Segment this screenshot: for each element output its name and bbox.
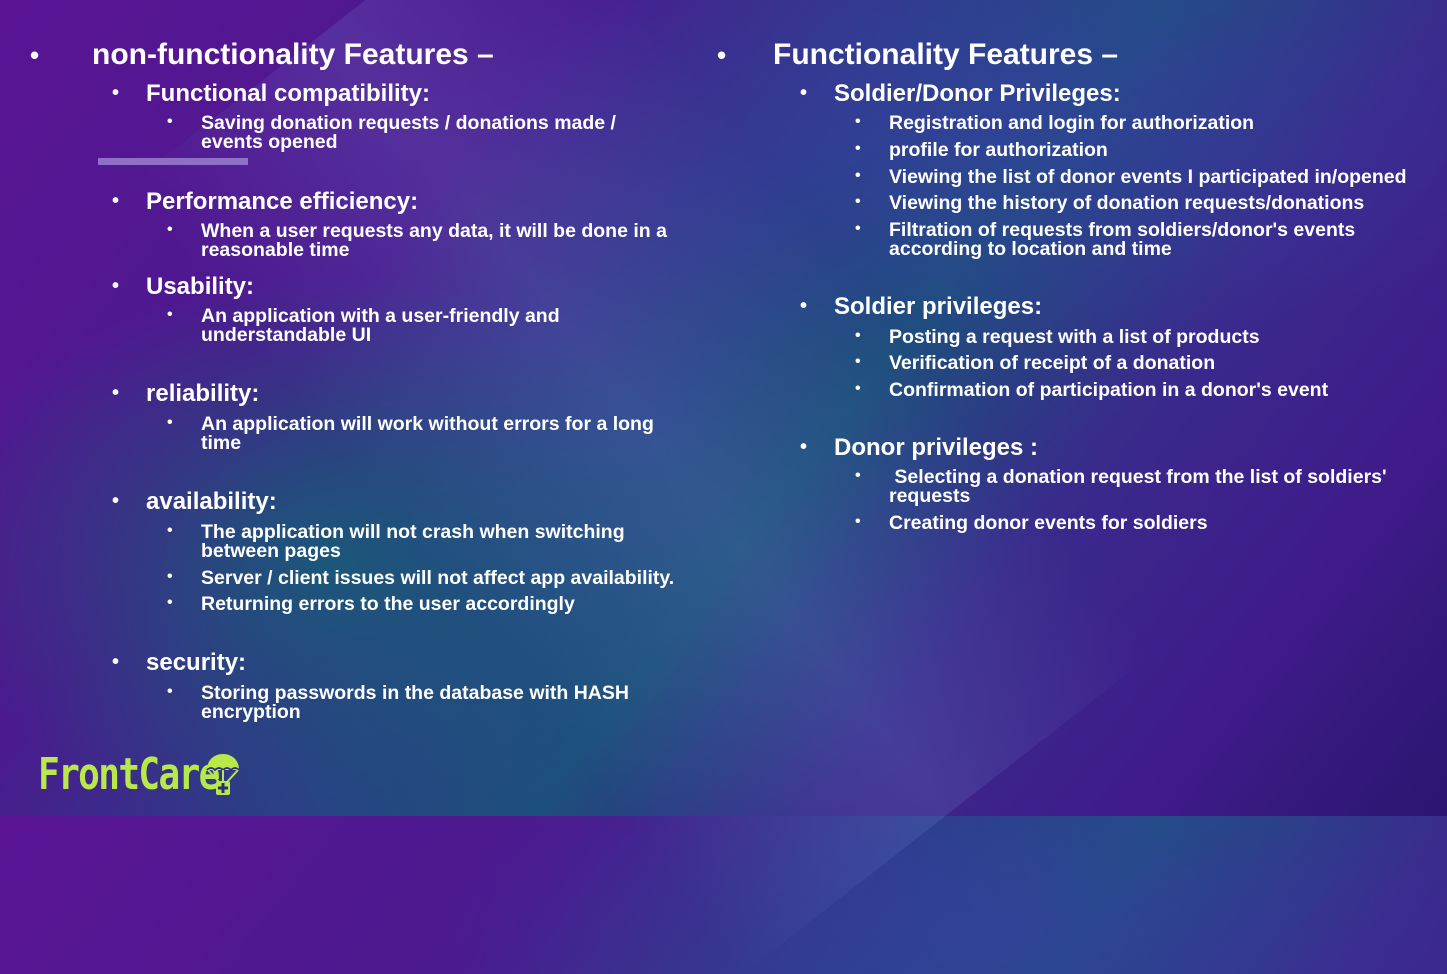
item-bullet: • <box>167 594 173 611</box>
right-heading: Functionality Features – <box>773 38 1119 71</box>
list-item: Verification of receipt of a donation <box>889 352 1216 374</box>
frontcare-logo: FrontCare <box>38 750 258 800</box>
heading-bullet: • <box>717 40 727 70</box>
logo-text: FrontCare <box>38 749 220 800</box>
list-item: When a user requests any data, it will b… <box>201 220 667 261</box>
section-title: Soldier/Donor Privileges: <box>834 80 1121 107</box>
list-item: Filtration of requests from soldiers/don… <box>889 219 1356 260</box>
item-bullet: • <box>855 167 861 184</box>
item-bullet: • <box>167 306 173 323</box>
list-item: Saving donation requests / donations mad… <box>201 112 616 153</box>
section-bullet: • <box>112 275 120 297</box>
item-bullet: • <box>167 221 173 238</box>
list-item: Registration and login for authorization <box>889 112 1255 134</box>
section-title: Functional compatibility: <box>146 80 431 107</box>
item-bullet: • <box>855 113 861 130</box>
section-title: Usability: <box>146 273 255 300</box>
section-bullet: • <box>112 82 120 104</box>
section-title: reliability: <box>146 380 260 407</box>
item-bullet: • <box>167 113 173 130</box>
left-heading: non-functionality Features – <box>92 38 494 71</box>
item-bullet: • <box>167 414 173 431</box>
section-bullet: • <box>112 651 120 673</box>
list-item: Storing passwords in the database with H… <box>201 682 629 723</box>
heading-bullet: • <box>30 40 40 70</box>
section-bullet: • <box>112 190 120 212</box>
list-item: Confirmation of participation in a donor… <box>889 379 1329 401</box>
item-bullet: • <box>855 380 861 397</box>
item-bullet: • <box>167 568 173 585</box>
list-item: An application will work without errors … <box>201 413 654 454</box>
item-bullet: • <box>167 683 173 700</box>
list-item: profile for authorization <box>889 139 1108 161</box>
item-bullet: • <box>855 220 861 237</box>
list-item: Selecting a donation request from the li… <box>889 466 1393 507</box>
item-bullet: • <box>855 467 861 484</box>
section-bullet: • <box>800 295 808 317</box>
section-title: Donor privileges : <box>834 434 1039 461</box>
section-title: availability: <box>146 488 277 515</box>
accent-bar <box>98 158 248 165</box>
parachute-icon <box>206 754 240 795</box>
item-bullet: • <box>855 353 861 370</box>
list-item: Posting a request with a list of product… <box>889 326 1260 348</box>
list-item: Returning errors to the user accordingly <box>201 593 575 615</box>
list-item: Creating donor events for soldiers <box>889 512 1208 534</box>
section-bullet: • <box>112 490 120 512</box>
item-bullet: • <box>167 522 173 539</box>
list-item: Viewing the list of donor events I parti… <box>889 166 1407 188</box>
item-bullet: • <box>855 140 861 157</box>
item-bullet: • <box>855 193 861 210</box>
list-item: An application with a user-friendly and … <box>201 305 560 346</box>
section-title: security: <box>146 649 247 676</box>
section-title: Soldier privileges: <box>834 293 1043 320</box>
list-item: Viewing the history of donation requests… <box>889 192 1365 214</box>
list-item: Server / client issues will not affect a… <box>201 567 675 589</box>
section-title: Performance efficiency: <box>146 188 419 215</box>
section-bullet: • <box>112 382 120 404</box>
item-bullet: • <box>855 327 861 344</box>
section-bullet: • <box>800 436 808 458</box>
item-bullet: • <box>855 513 861 530</box>
section-bullet: • <box>800 82 808 104</box>
list-item: The application will not crash when swit… <box>201 521 625 562</box>
